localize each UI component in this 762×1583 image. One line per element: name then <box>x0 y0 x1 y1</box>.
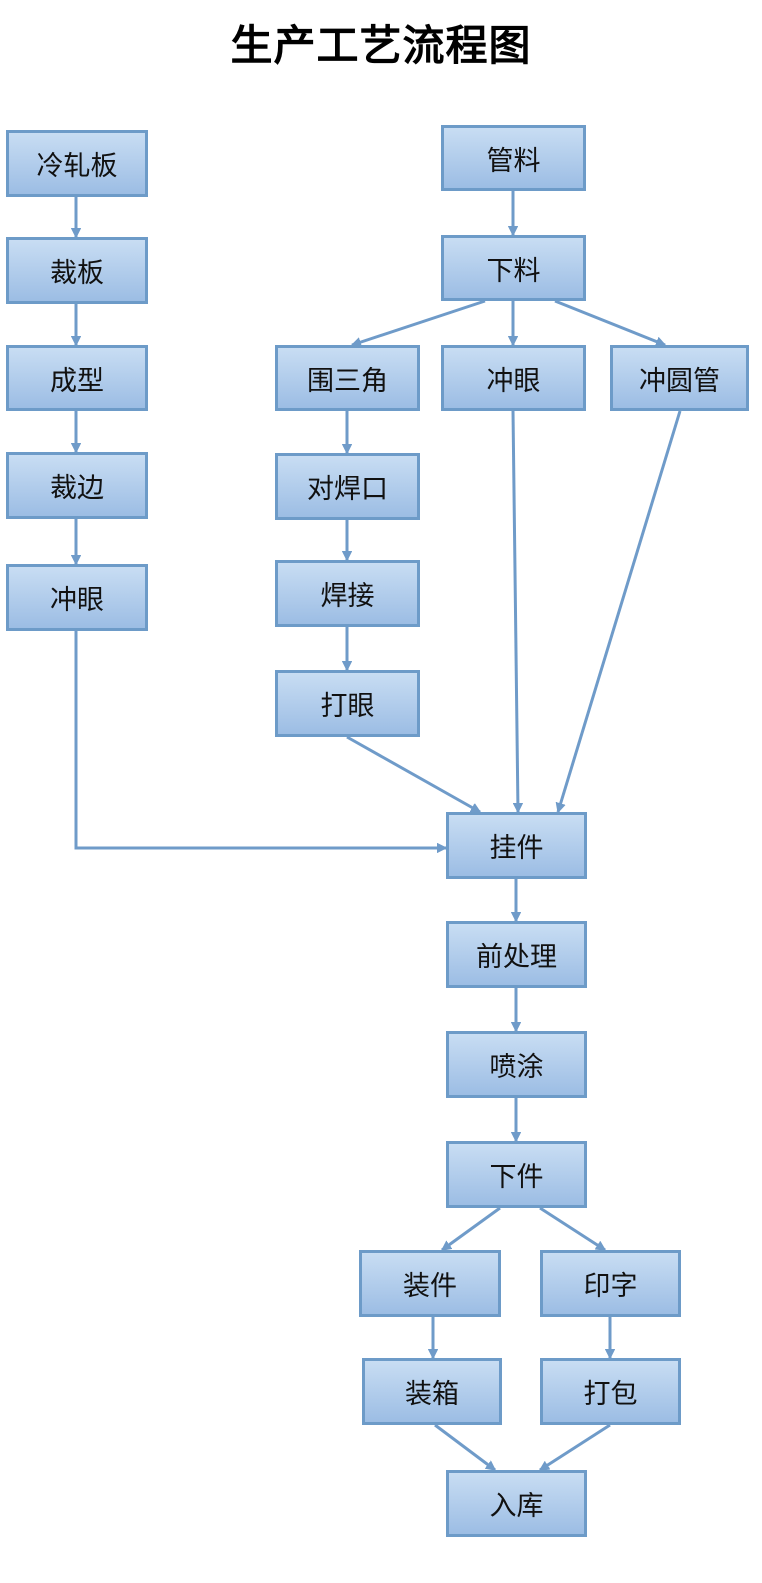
process-node-forming: 成型 <box>6 345 148 411</box>
connector-arrow <box>434 1423 495 1472</box>
process-node-cut-sheet: 裁板 <box>6 237 148 304</box>
process-node-welding: 焊接 <box>275 560 420 627</box>
process-node-warehousing: 入库 <box>446 1470 587 1537</box>
connector-arrow <box>74 631 446 848</box>
connector-arrow <box>558 410 682 812</box>
connector-arrow <box>539 1206 605 1252</box>
process-node-spraying: 喷涂 <box>446 1031 587 1098</box>
process-node-unloading: 下件 <box>446 1141 587 1208</box>
connector-arrow <box>554 299 665 345</box>
connector-arrow <box>442 1206 501 1252</box>
process-node-pipe-material: 管料 <box>441 125 586 191</box>
process-node-drill-hole: 打眼 <box>275 670 420 737</box>
process-node-edge-trim: 裁边 <box>6 452 148 519</box>
process-node-triangle: 围三角 <box>275 345 420 411</box>
process-node-printing: 印字 <box>540 1250 681 1317</box>
process-node-butt-weld: 对焊口 <box>275 453 420 520</box>
process-node-punch-hole-left: 冲眼 <box>6 564 148 631</box>
diagram-title: 生产工艺流程图 <box>230 21 532 70</box>
process-node-cold-rolled-sheet: 冷轧板 <box>6 130 148 197</box>
connector-arrow <box>346 735 480 814</box>
process-node-packing: 打包 <box>540 1358 681 1425</box>
process-node-assembly: 装件 <box>359 1250 501 1317</box>
connector-arrow <box>511 410 518 812</box>
process-node-blanking: 下料 <box>441 235 586 301</box>
process-node-punch-round-pipe: 冲圆管 <box>610 345 749 411</box>
process-node-punch-hole-mid: 冲眼 <box>441 345 586 411</box>
process-node-boxing: 装箱 <box>362 1358 502 1425</box>
process-node-hanging: 挂件 <box>446 812 587 879</box>
connector-arrow <box>352 299 486 345</box>
process-node-pretreatment: 前处理 <box>446 921 587 988</box>
connector-arrow <box>540 1423 611 1472</box>
